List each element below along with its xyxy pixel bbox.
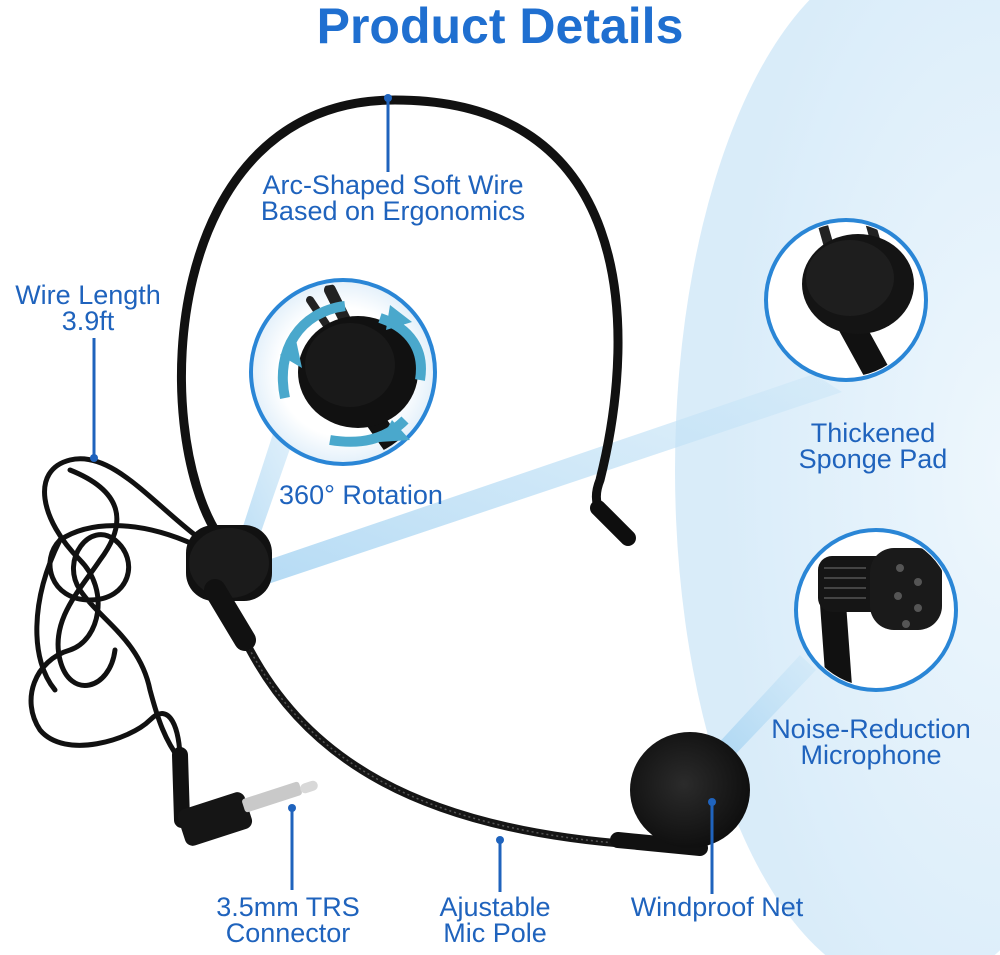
callout-windproof-label: Windproof Net — [630, 892, 804, 922]
rotation-joint — [186, 525, 272, 651]
beam-to-noise — [714, 655, 816, 760]
page-title: Product Details — [316, 0, 684, 54]
boom-pole — [236, 626, 644, 849]
rotation-arrows-icon — [277, 301, 346, 400]
cable — [28, 456, 198, 763]
sponge-detail-circle — [764, 218, 928, 382]
callout-wire-length-line1: Wire Length — [15, 280, 161, 310]
windscreen — [610, 732, 750, 856]
callout-noise: Noise-Reduction Microphone — [748, 714, 994, 770]
headband-arc — [176, 95, 623, 540]
callout-wire-length-line2: 3.9ft — [61, 306, 115, 336]
callout-pole-line2: Mic Pole — [443, 918, 547, 948]
callout-sponge-line2: Sponge Pad — [798, 444, 948, 474]
callout-sponge-line1: Thickened — [810, 418, 936, 448]
callout-arc-wire: Arc-Shaped Soft Wire Based on Ergonomics — [238, 170, 548, 226]
callout-connector: 3.5mm TRS Connector — [190, 892, 386, 948]
callout-rotation-label: 360° Rotation — [279, 480, 443, 510]
callout-pole: Ajustable Mic Pole — [410, 892, 580, 948]
callout-pole-line1: Ajustable — [439, 892, 551, 922]
beam-to-sponge — [262, 374, 842, 586]
callout-windproof: Windproof Net — [604, 892, 830, 922]
callout-lines — [92, 98, 714, 894]
beam-to-rotation — [236, 412, 300, 552]
noise-mic-detail-circle — [794, 528, 958, 692]
callout-arc-wire-line1: Arc-Shaped Soft Wire — [262, 170, 524, 200]
callout-connector-line2: Connector — [225, 918, 351, 948]
callout-connector-line1: 3.5mm TRS — [216, 892, 360, 922]
callout-wire-length: Wire Length 3.9ft — [0, 280, 176, 336]
trs-jack — [172, 747, 318, 846]
rotation-detail-circle — [249, 278, 437, 466]
callout-arc-wire-line2: Based on Ergonomics — [260, 196, 526, 226]
callout-noise-line1: Noise-Reduction — [771, 714, 971, 744]
callout-sponge: Thickened Sponge Pad — [770, 418, 976, 474]
microphone-head-icon — [870, 548, 942, 630]
callout-rotation: 360° Rotation — [258, 480, 464, 510]
callout-noise-line2: Microphone — [800, 740, 942, 770]
headband-tip — [590, 500, 636, 546]
